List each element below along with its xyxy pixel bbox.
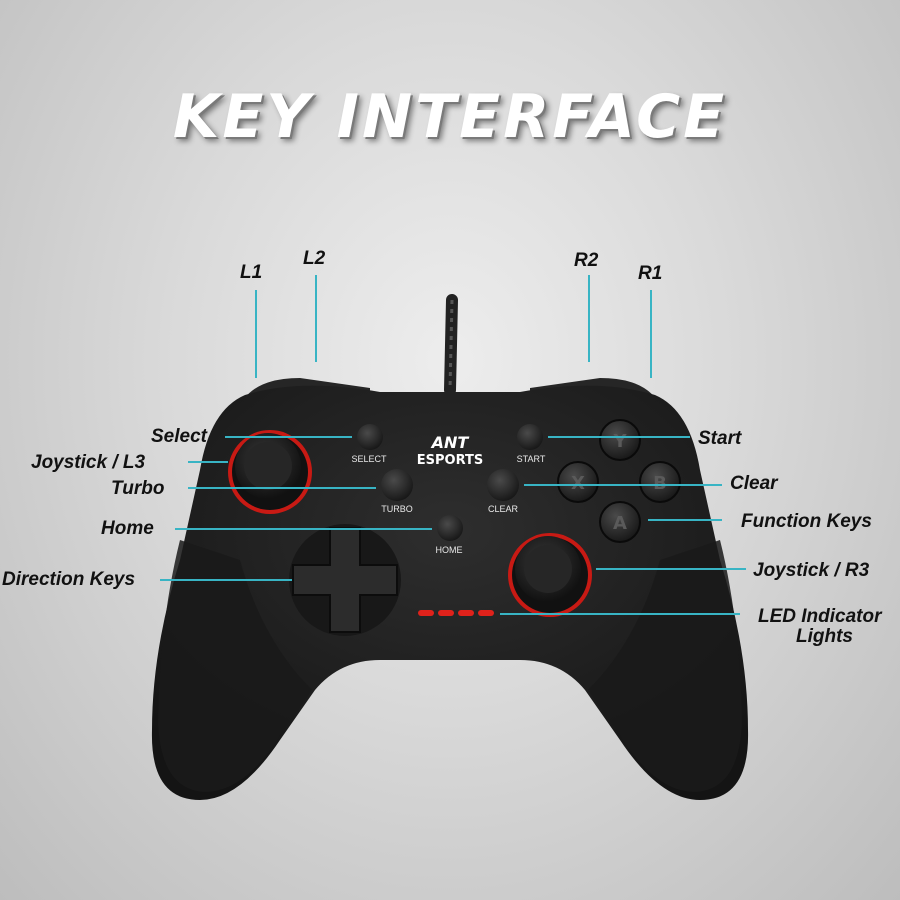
leader-lines xyxy=(160,275,746,615)
turbo-button xyxy=(381,469,413,501)
turbo-button-text: TURBO xyxy=(381,504,413,514)
b-button-text: B xyxy=(653,473,667,494)
right-grip xyxy=(588,540,742,792)
start-button-text: START xyxy=(517,454,546,464)
label-l1: L1 xyxy=(240,262,263,283)
a-button-text: A xyxy=(613,513,627,534)
left-grip xyxy=(158,540,312,792)
label-home: Home xyxy=(101,518,154,539)
label-select: Select xyxy=(151,426,207,447)
label-r1: R1 xyxy=(638,263,663,284)
label-clear: Clear xyxy=(730,473,778,494)
label-led-line2: Lights xyxy=(796,626,853,647)
led-indicator-lights xyxy=(418,610,494,616)
x-button-text: X xyxy=(571,473,585,494)
label-start: Start xyxy=(698,428,742,449)
brand-logo-bottom: ESPORTS xyxy=(417,453,483,468)
label-direction-keys: Direction Keys xyxy=(2,569,136,590)
home-button-text: HOME xyxy=(436,545,463,555)
y-button xyxy=(599,419,641,461)
label-turbo: Turbo xyxy=(111,478,165,499)
label-joystick-r3: Joystick / R3 xyxy=(753,560,870,581)
label-r2: R2 xyxy=(574,250,599,271)
brand-logo-top: ANT xyxy=(430,433,470,452)
clear-button xyxy=(487,469,519,501)
dpad xyxy=(292,527,398,633)
x-button xyxy=(557,461,599,503)
label-l2: L2 xyxy=(303,248,326,269)
home-button xyxy=(437,515,463,541)
clear-button-text: CLEAR xyxy=(488,504,519,514)
label-function-keys: Function Keys xyxy=(741,511,872,532)
y-button-text: Y xyxy=(612,431,627,452)
select-button-text: SELECT xyxy=(351,454,387,464)
label-joystick-l3: Joystick / L3 xyxy=(31,452,146,473)
page-title: KEY INTERFACE xyxy=(172,82,728,152)
start-button xyxy=(517,424,543,450)
select-button xyxy=(357,424,383,450)
label-led-line1: LED Indicator xyxy=(758,606,882,627)
a-button xyxy=(599,501,641,543)
b-button xyxy=(639,461,681,503)
